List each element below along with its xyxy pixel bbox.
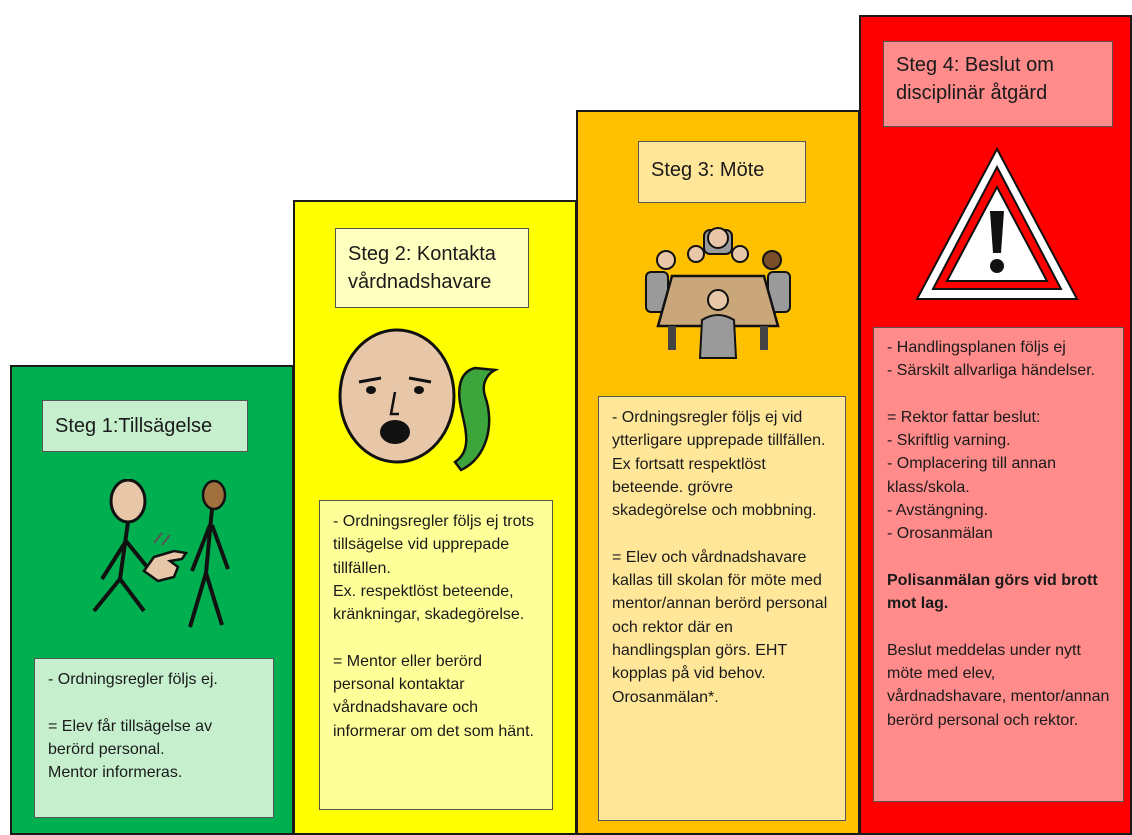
step-4-desc-part2: Beslut meddelas under nytt möte med elev… — [887, 641, 1110, 729]
step-2-description: - Ordningsregler följs ej trots tillsäge… — [319, 500, 553, 810]
warning-triangle-icon — [915, 146, 1079, 300]
step-2-column: Steg 2: Kontakta vårdnadshavare - Ordnin… — [293, 200, 577, 835]
step-4-description: - Handlingsplanen följs ej - Särskilt al… — [873, 327, 1124, 802]
step-1-description: - Ordningsregler följs ej. = Elev får ti… — [34, 658, 274, 818]
step-4-desc-bold: Polisanmälan görs vid brott mot lag. — [887, 571, 1098, 613]
step-2-title: Steg 2: Kontakta vårdnadshavare — [335, 228, 529, 308]
step-4-column: Steg 4: Beslut om disciplinär åtgärd - H… — [859, 15, 1132, 835]
step-1-title: Steg 1:Tillsägelse — [42, 400, 248, 452]
step-4-desc-part1: - Handlingsplanen följs ej - Särskilt al… — [887, 339, 1096, 543]
step-4-title: Steg 4: Beslut om disciplinär åtgärd — [883, 41, 1113, 127]
pointing-people-icon — [92, 479, 230, 628]
step-3-title: Steg 3: Möte — [638, 141, 806, 203]
step-1-column: Steg 1:Tillsägelse - Ordningsregler följ… — [10, 365, 294, 835]
phone-call-icon — [338, 328, 500, 472]
step-3-description: - Ordningsregler följs ej vid ytterligar… — [598, 396, 846, 821]
step-3-column: Steg 3: Möte - Ordningsregler följs ej v… — [576, 110, 860, 835]
meeting-table-icon — [645, 227, 791, 359]
